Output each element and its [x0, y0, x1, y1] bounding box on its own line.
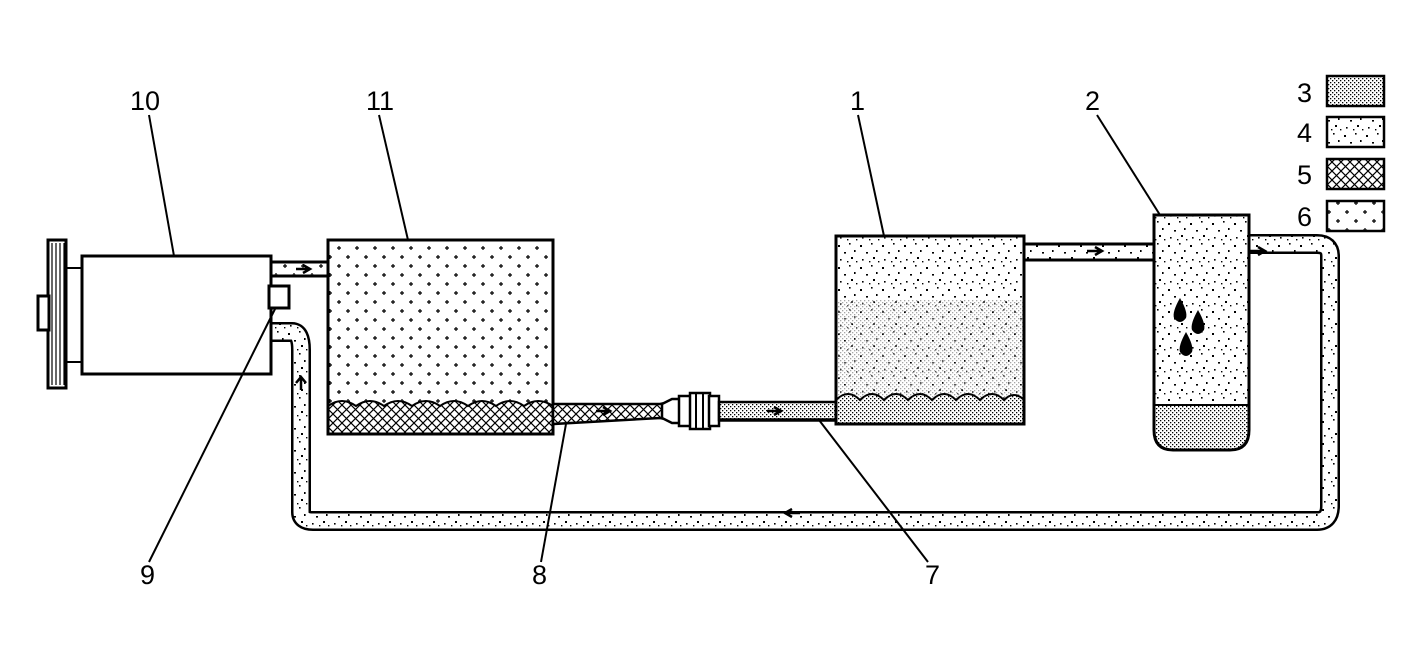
flow-arrow-right-discharge: [296, 263, 313, 275]
legend-key-5: 5: [1297, 160, 1312, 190]
legend-swatch-speckle: [1325, 115, 1386, 149]
legend-key-3: 3: [1297, 78, 1312, 108]
callouts: 10 11 1 2 9 8 7: [130, 86, 1100, 590]
callout-liquid-line: 8: [532, 560, 547, 590]
flow-arrow-up: [295, 375, 307, 390]
callout-compressor-valve: 9: [140, 560, 155, 590]
flow-arrow-left: [782, 507, 800, 519]
legend-swatch-fine-stipple: [1325, 74, 1386, 108]
compressor-valve: [267, 284, 291, 310]
callout-condenser: 11: [366, 86, 394, 116]
evaporator: [834, 234, 1026, 426]
legend-key-6: 6: [1297, 202, 1312, 232]
flow-arrow-right-drier-out: [1250, 245, 1268, 257]
compressor-shaft: [36, 294, 51, 332]
callout-evaporator: 1: [850, 86, 865, 116]
compressor-pulley: [46, 238, 68, 390]
accumulator-oil: [1153, 404, 1250, 451]
flow-arrow-right-evap-in: [767, 405, 784, 417]
suction-line: [1022, 242, 1157, 262]
liquid-line: [551, 391, 839, 431]
orifice-tube-fitting: [660, 391, 721, 431]
callout-compressor: 10: [130, 86, 160, 116]
legend-swatch-plus: [1325, 199, 1386, 233]
condenser: [326, 238, 555, 436]
evaporator-liquid: [835, 393, 1025, 425]
compressor-body: [80, 254, 273, 376]
oil-droplets: [1173, 298, 1205, 356]
flow-arrow-right-liquid: [596, 405, 613, 417]
discharge-line: [269, 260, 331, 278]
callout-orifice-outlet-line: 7: [925, 560, 940, 590]
legend: 3 4 5 6: [1297, 74, 1386, 233]
condenser-liquid: [327, 400, 554, 435]
return-line: [272, 234, 1340, 531]
accumulator: [1152, 213, 1251, 452]
flow-arrow-right-suction: [1087, 245, 1105, 257]
legend-swatch-crosshatch: [1325, 157, 1386, 191]
callout-accumulator: 2: [1085, 86, 1100, 116]
leader-lines: [148, 114, 1161, 563]
legend-key-4: 4: [1297, 118, 1312, 148]
compressor: [36, 238, 291, 390]
